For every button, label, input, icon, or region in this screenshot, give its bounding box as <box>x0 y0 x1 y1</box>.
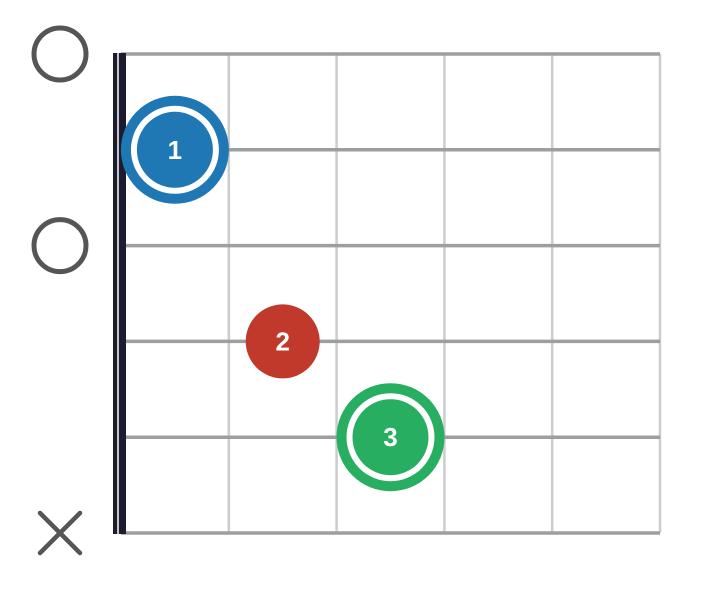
muted-cross-stroke <box>37 510 83 556</box>
open-string-icon <box>31 25 89 83</box>
string-markers <box>31 25 89 556</box>
finger-label: 1 <box>168 135 182 165</box>
finger-dot-3: 3 <box>336 383 445 492</box>
finger-dot-inner <box>136 111 213 188</box>
finger-dot-2: 2 <box>245 304 320 379</box>
finger-dot-fill <box>245 304 320 379</box>
finger-dot-1: 1 <box>120 95 229 204</box>
muted-string-icon <box>37 510 83 556</box>
finger-label: 3 <box>383 422 397 452</box>
finger-label: 2 <box>275 326 289 356</box>
fret-lines <box>227 54 662 533</box>
finger-positions: 1 2 3 <box>120 95 445 492</box>
open-string-icon <box>31 217 89 275</box>
nut <box>113 53 126 534</box>
finger-dot-inner <box>352 399 429 476</box>
